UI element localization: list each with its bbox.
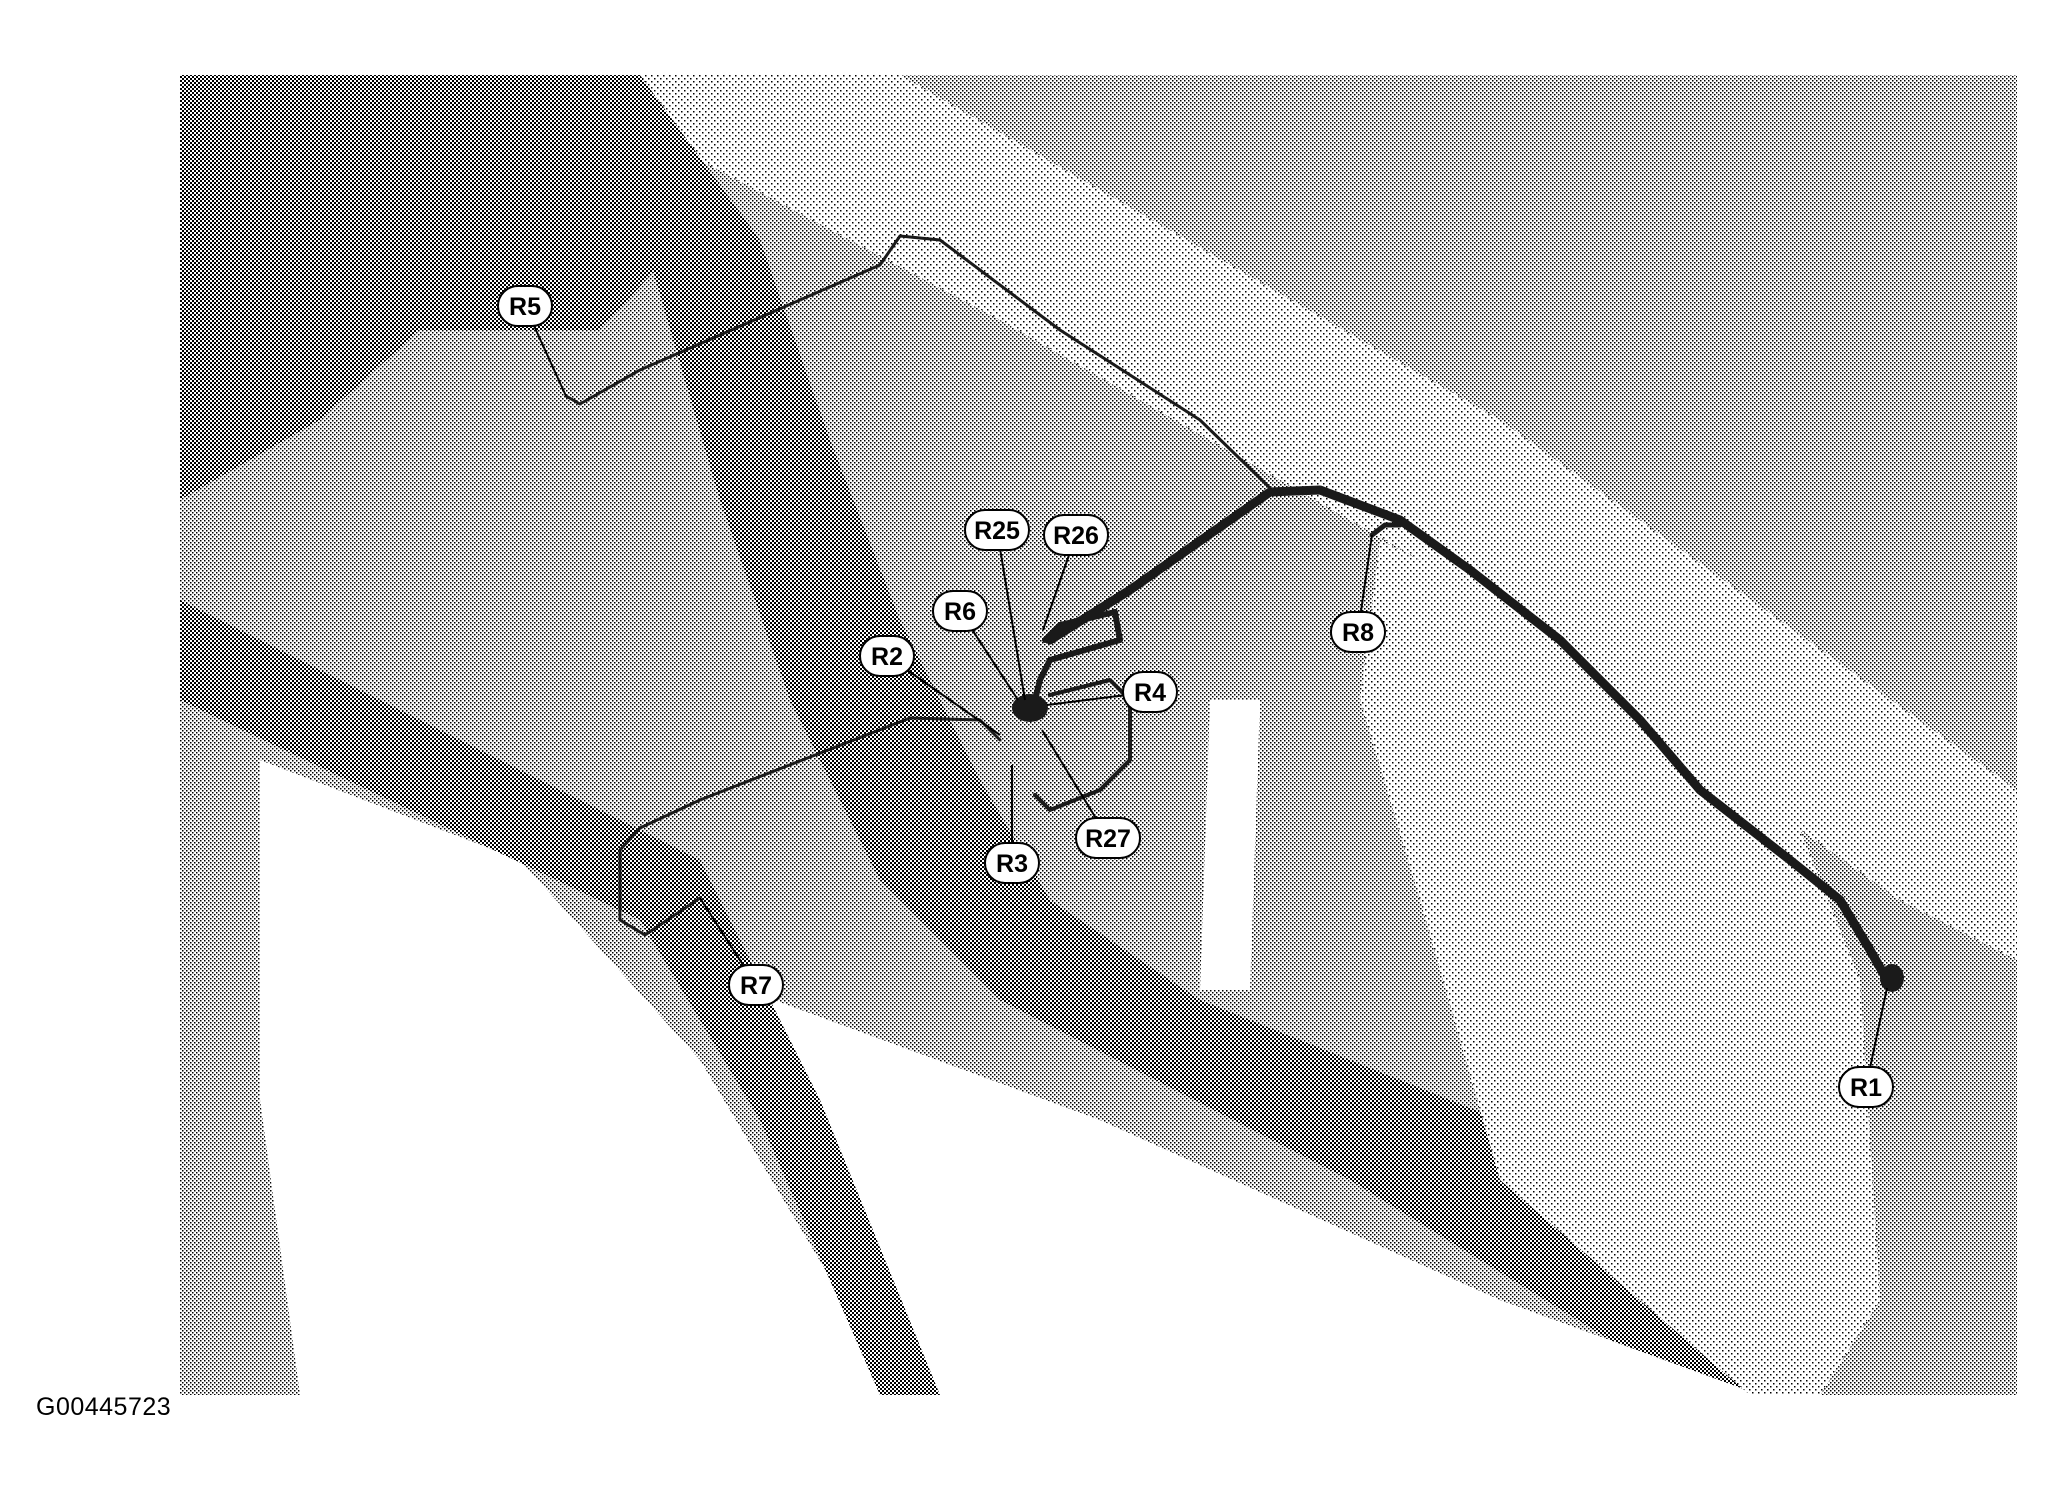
callout-label: R27: [1085, 825, 1131, 853]
callout-bubble: [1122, 671, 1178, 713]
harness-branch-r4-loop: [1033, 678, 1132, 812]
callout-label: R8: [1342, 619, 1374, 647]
callout-label: R5: [509, 293, 541, 321]
callout-label: R1: [1850, 1074, 1882, 1102]
junction-cluster: [1012, 694, 1048, 722]
callout-r1: R1: [1838, 987, 1894, 1108]
callout-label: R2: [871, 643, 903, 671]
callout-bubble: [1330, 611, 1386, 653]
callout-r5: R5: [497, 285, 567, 397]
callout-bubble: [932, 590, 988, 632]
callout-bubble: [964, 509, 1030, 551]
callout-r7: R7: [699, 897, 784, 1006]
callout-r4: R4: [1046, 671, 1178, 713]
callout-label: R26: [1053, 522, 1099, 550]
figure-id: G00445723: [36, 1393, 172, 1421]
harness-branch-r8: [1369, 522, 1403, 538]
harness-branch-r5: [564, 234, 1272, 490]
callout-label: R6: [944, 598, 976, 626]
callout-bubble: [728, 964, 784, 1006]
wire-harness: [564, 234, 1904, 992]
callout-r3: R3: [984, 765, 1040, 884]
callout-label: R7: [740, 972, 772, 1000]
callout-bubble: [1075, 817, 1141, 859]
callout-label: R4: [1134, 679, 1166, 707]
harness-branch-r26-loop: [1032, 609, 1123, 703]
connector-r1-body: [1880, 964, 1904, 992]
callout-r27: R27: [1041, 729, 1141, 859]
leader-line: [996, 529, 1026, 701]
callout-r2: R2: [859, 635, 1001, 736]
callout-r25: R25: [964, 509, 1030, 701]
callout-r8: R8: [1330, 534, 1386, 653]
callout-label: R3: [996, 850, 1028, 878]
callout-bubble: [984, 842, 1040, 884]
callout-bubble: [497, 285, 553, 327]
callout-bubble: [859, 635, 915, 677]
callout-r26: R26: [1042, 514, 1109, 631]
callout-bubble: [1838, 1066, 1894, 1108]
harness-main-trunk: [1045, 485, 1895, 990]
callout-bubble: [1043, 514, 1109, 556]
callout-label: R25: [974, 517, 1020, 545]
vehicle-body-panel: [180, 75, 2017, 1395]
callout-r6: R6: [932, 590, 1019, 701]
harness-branch-r7: [618, 716, 1002, 937]
